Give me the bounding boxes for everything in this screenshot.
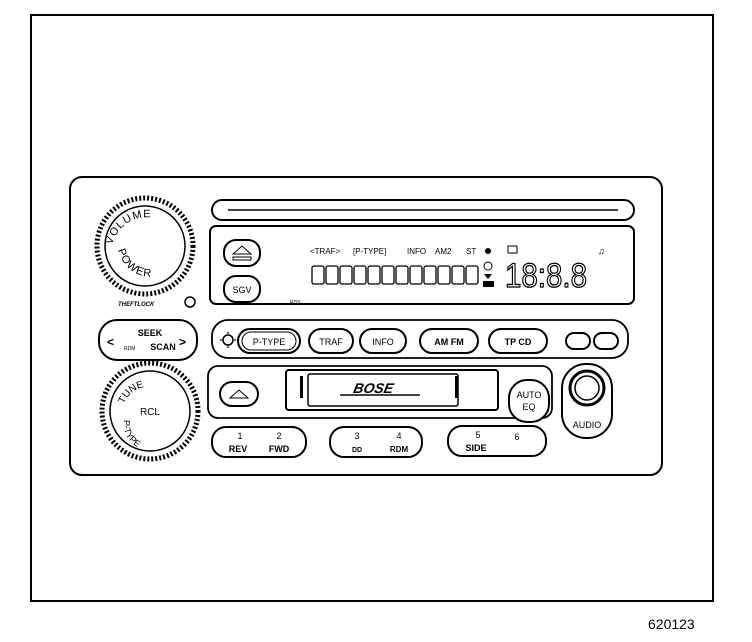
- am-fm-label: AM FM: [434, 337, 464, 347]
- info-indicator: INFO: [407, 247, 426, 256]
- character-segments: [311, 265, 479, 285]
- preset-4-number: 4: [396, 431, 401, 441]
- tune-knob[interactable]: TUNE RCL P-TYPE: [99, 360, 201, 462]
- traf-button[interactable]: TRAF: [308, 328, 354, 354]
- character-segment-cell: [437, 265, 451, 285]
- ptype-indicator: [P-TYPE]: [353, 247, 386, 256]
- auto-eq-label-line1: AUTO: [517, 390, 542, 400]
- preset-4-label: RDM: [390, 445, 409, 454]
- figure-frame: [30, 14, 714, 602]
- character-segment-cell: [381, 265, 395, 285]
- play-indicator-icon: [484, 274, 492, 279]
- clock-digits: 18:8.8: [505, 257, 587, 295]
- bose-logo: BOSE: [352, 380, 396, 396]
- p-type-label: P-TYPE: [253, 337, 286, 347]
- sun-icon: [220, 332, 236, 348]
- eject-button[interactable]: [223, 239, 261, 267]
- preset-1-number: 1: [237, 431, 242, 441]
- character-segment-cell: [465, 265, 479, 285]
- info-button[interactable]: INFO: [359, 328, 407, 354]
- chevron-left-icon: <: [107, 335, 114, 349]
- sgv-button[interactable]: SGV: [223, 275, 261, 303]
- audio-knob[interactable]: AUDIO: [561, 363, 613, 439]
- volume-power-knob[interactable]: VOLUME POWER: [94, 195, 196, 297]
- oval-button-left[interactable]: [565, 332, 591, 350]
- info-label: INFO: [372, 337, 394, 347]
- dolby-nr-indicator-icon: [483, 281, 494, 287]
- scan-label: SCAN: [150, 342, 176, 352]
- character-segment-cell: [339, 265, 353, 285]
- preset-3-label: DD: [352, 447, 362, 454]
- cassette-eject-button[interactable]: [219, 381, 259, 407]
- theftlock-led: [184, 296, 196, 308]
- sgv-label: SGV: [232, 285, 251, 295]
- character-segment-cell: [367, 265, 381, 285]
- preset-6-number: 6: [514, 432, 519, 442]
- button-row-panel: [211, 319, 629, 359]
- tp-cd-button[interactable]: TP CD: [488, 328, 548, 354]
- stereo-indicator: ST: [466, 247, 476, 256]
- character-segment-cell: [325, 265, 339, 285]
- am-fm-button[interactable]: AM FM: [419, 328, 479, 354]
- character-segment-cell: [353, 265, 367, 285]
- theftlock-label: THEFTLOCK: [118, 302, 155, 308]
- eject-icon: [231, 245, 253, 261]
- tape-indicator-icon: [507, 245, 518, 254]
- rds-label: RDS: [290, 300, 301, 306]
- preset-3-4-button[interactable]: 3 DD 4 RDM: [329, 426, 423, 458]
- audio-label: AUDIO: [573, 420, 602, 430]
- character-segment-cell: [409, 265, 423, 285]
- p-type-button[interactable]: P-TYPE: [237, 328, 301, 354]
- preset-1-label: REV: [229, 444, 248, 454]
- cassette-eject-icon: [228, 389, 250, 399]
- oval-button-right[interactable]: [593, 332, 619, 350]
- figure-number: 620123: [648, 616, 695, 632]
- traf-label: TRAF: [319, 337, 343, 347]
- character-segment-cell: [423, 265, 437, 285]
- auto-eq-button[interactable]: AUTO EQ: [508, 379, 550, 423]
- preset-2-label: FWD: [269, 444, 290, 454]
- dolby-indicator-icon: [485, 248, 491, 254]
- character-segment-cell: [395, 265, 409, 285]
- chevron-right-icon: >: [179, 335, 186, 349]
- loop-indicator-icon: [483, 261, 493, 271]
- character-segment-cell: [451, 265, 465, 285]
- rcl-label: RCL: [140, 407, 160, 418]
- preset-2-number: 2: [276, 431, 281, 441]
- note-indicator-icon: ♫: [598, 246, 605, 256]
- auto-eq-label-line2: EQ: [522, 402, 535, 412]
- am2-indicator: AM2: [435, 247, 452, 256]
- cassette-panel: [207, 365, 553, 419]
- tp-cd-label: TP CD: [505, 337, 532, 347]
- character-segment-cell: [311, 265, 325, 285]
- seek-scan-button[interactable]: < > SEEK RDM SCAN: [98, 319, 198, 361]
- preset-3-number: 3: [354, 431, 359, 441]
- preset-5-6-button[interactable]: 5 SIDE 6: [447, 425, 547, 457]
- seek-label: SEEK: [138, 328, 163, 338]
- preset-5-label: SIDE: [465, 443, 486, 453]
- rdm-small-label: RDM: [124, 346, 135, 352]
- traf-indicator: <TRAF>: [310, 247, 341, 256]
- preset-1-2-button[interactable]: 1 REV 2 FWD: [211, 426, 307, 458]
- preset-5-number: 5: [475, 430, 480, 440]
